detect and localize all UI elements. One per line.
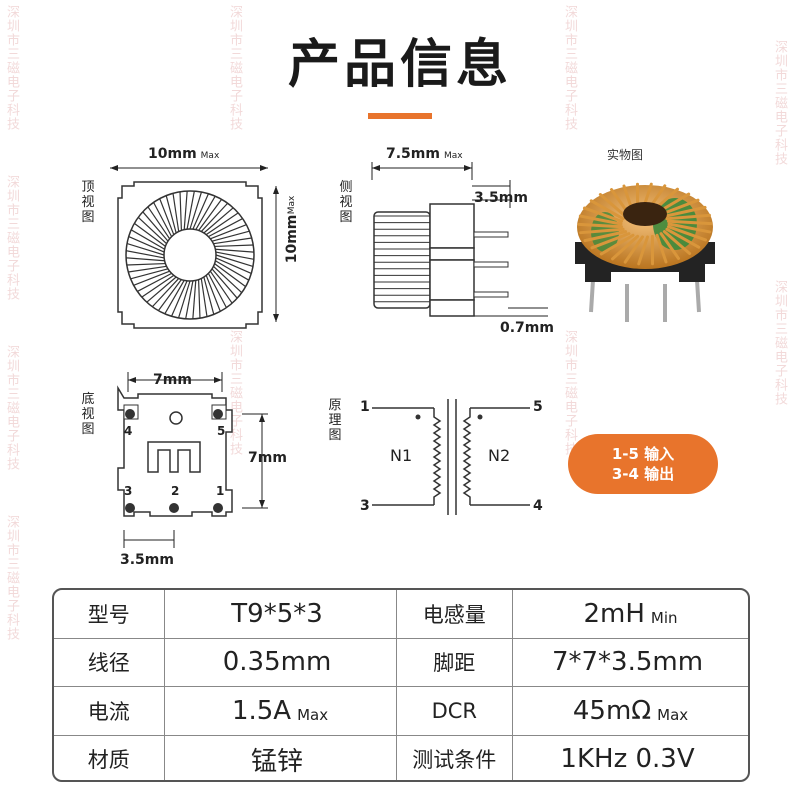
top-view-drawing bbox=[110, 165, 279, 329]
product-photo bbox=[575, 182, 715, 322]
schematic-pin-4: 4 bbox=[533, 498, 543, 514]
schematic-pin-1: 1 bbox=[360, 399, 370, 415]
spec-key: 脚距 bbox=[397, 638, 514, 686]
bottom-pin-4: 4 bbox=[124, 424, 133, 438]
table-row: 线径 0.35mm 脚距 7*7*3.5mm bbox=[54, 638, 748, 687]
watermark: 深圳市三磁电子科技 bbox=[227, 5, 242, 131]
watermark: 深圳市三磁电子科技 bbox=[772, 40, 787, 166]
page-title: 产品信息 bbox=[287, 35, 512, 95]
spec-key: 电感量 bbox=[397, 590, 514, 638]
side-view-label: 侧视图 bbox=[339, 180, 353, 225]
top-view-label: 顶视图 bbox=[81, 180, 95, 225]
bottom-pin-2: 2 bbox=[171, 484, 180, 498]
spec-key: DCR bbox=[397, 687, 514, 735]
bottom-pin-3: 3 bbox=[124, 484, 133, 498]
bottom-view-height-dim: 7mm bbox=[248, 450, 287, 466]
title-underline bbox=[368, 113, 432, 119]
coil-n1-label: N1 bbox=[390, 446, 413, 465]
schematic-drawing bbox=[372, 399, 530, 515]
watermark: 深圳市三磁电子科技 bbox=[4, 345, 19, 471]
spec-value: 7*7*3.5mm bbox=[551, 647, 704, 678]
watermark: 深圳市三磁电子科技 bbox=[4, 5, 19, 131]
spec-value: 0.35mm bbox=[165, 638, 397, 686]
bottom-view-drawing bbox=[117, 372, 268, 548]
table-row: 材质 锰锌 测试条件 1KHz 0.3V bbox=[54, 735, 748, 780]
bottom-pin-5: 5 bbox=[217, 424, 226, 438]
spec-value: 锰锌 bbox=[165, 735, 397, 780]
schematic-label: 原理图 bbox=[328, 398, 342, 443]
bottom-pin-1: 1 bbox=[216, 484, 225, 498]
watermark: 深圳市三磁电子科技 bbox=[562, 330, 577, 456]
pin-pitch-dim: 3.5mm bbox=[120, 552, 174, 568]
spec-key: 线径 bbox=[54, 638, 165, 686]
side-view-drawing bbox=[371, 162, 548, 317]
schematic-pin-5: 5 bbox=[533, 399, 543, 415]
watermark: 深圳市三磁电子科技 bbox=[4, 515, 19, 641]
watermark: 深圳市三磁电子科技 bbox=[4, 175, 19, 301]
watermark: 深圳市三磁电子科技 bbox=[772, 280, 787, 406]
io-callout: 1-5 输入 3-4 输出 bbox=[568, 434, 718, 494]
pin-diameter-dim: 0.7mm bbox=[500, 320, 554, 336]
callout-input: 1-5 输入 bbox=[611, 445, 675, 463]
spec-key: 型号 bbox=[54, 590, 165, 638]
photo-label: 实物图 bbox=[607, 148, 644, 162]
spec-value: 1KHz 0.3V bbox=[560, 744, 695, 775]
watermark: 深圳市三磁电子科技 bbox=[562, 5, 577, 131]
pin-spacing-dim: 3.5mm bbox=[474, 190, 528, 206]
callout-output: 3-4 输出 bbox=[611, 465, 675, 483]
spec-key: 电流 bbox=[54, 687, 165, 735]
bottom-view-label: 底视图 bbox=[81, 392, 95, 437]
schematic-pin-3: 3 bbox=[360, 498, 370, 514]
spec-key: 材质 bbox=[54, 735, 165, 780]
spec-value: T9*5*3 bbox=[165, 590, 397, 638]
spec-key: 测试条件 bbox=[397, 735, 514, 780]
coil-n2-label: N2 bbox=[488, 446, 511, 465]
